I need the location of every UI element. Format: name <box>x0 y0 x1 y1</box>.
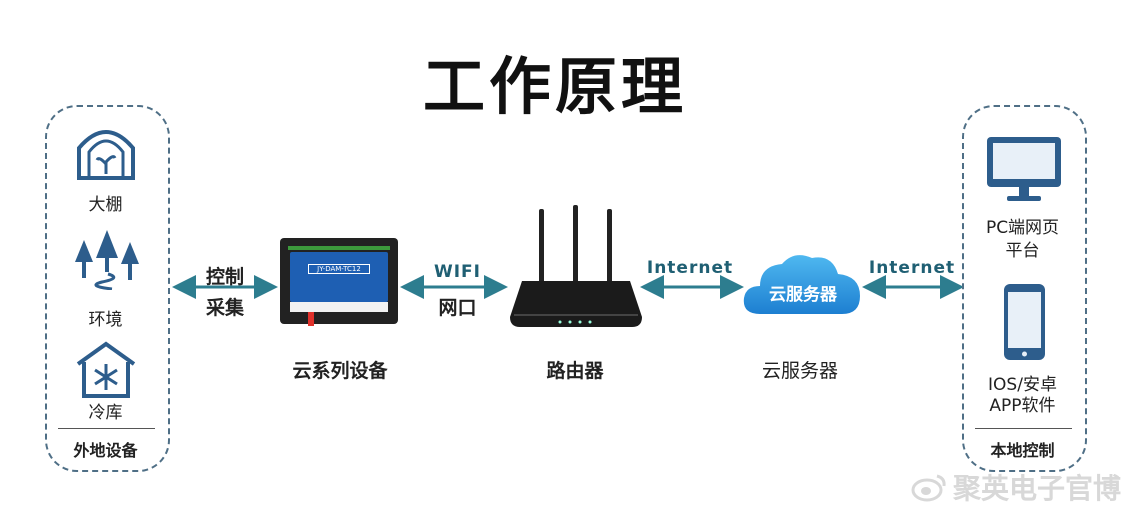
device-model: JY-DAM-TC12 <box>308 264 370 274</box>
device-label: 云系列设备 <box>292 360 388 382</box>
environment-label: 环境 <box>88 310 123 330</box>
cold-storage-icon <box>76 341 136 398</box>
weibo-logo-icon <box>911 474 946 502</box>
cloud-server-icon <box>743 255 860 314</box>
link-label-wifi: WIFI <box>433 262 481 282</box>
cloud-inner-label: 云服务器 <box>769 285 837 305</box>
local-control-panel <box>962 105 1087 472</box>
link-label-internet-1: Internet <box>646 258 734 278</box>
pc-label-line1: PC端网页 <box>985 218 1060 238</box>
remote-devices-footer: 外地设备 <box>73 441 138 460</box>
watermark: 聚英电子官博 <box>911 467 1121 507</box>
cloud-server-label: 云服务器 <box>761 360 838 382</box>
greenhouse-label: 大棚 <box>88 195 123 215</box>
pc-monitor-icon <box>987 137 1061 201</box>
phone-label-line1: IOS/安卓 <box>988 375 1057 395</box>
divider <box>58 428 155 429</box>
remote-devices-panel <box>45 105 170 472</box>
local-control-footer: 本地控制 <box>990 441 1055 460</box>
link-label-control: 控制 <box>205 266 244 288</box>
greenhouse-icon <box>77 130 135 180</box>
router-icon <box>510 205 642 327</box>
link-label-collect: 采集 <box>205 297 244 319</box>
cloud-io-device: JY-DAM-TC12 <box>280 238 398 326</box>
divider <box>975 428 1072 429</box>
pc-label-line2: 平台 <box>1005 241 1040 261</box>
cold-storage-label: 冷库 <box>88 403 123 423</box>
trees-icon <box>75 230 139 290</box>
link-label-ethernet: 网口 <box>438 297 477 319</box>
page-title: 工作原理 <box>422 50 687 123</box>
phone-icon <box>1004 284 1045 360</box>
watermark-text: 聚英电子官博 <box>952 472 1121 505</box>
phone-label-line2: APP软件 <box>989 396 1056 416</box>
router-label: 路由器 <box>546 360 604 382</box>
link-label-internet-2: Internet <box>868 258 956 278</box>
